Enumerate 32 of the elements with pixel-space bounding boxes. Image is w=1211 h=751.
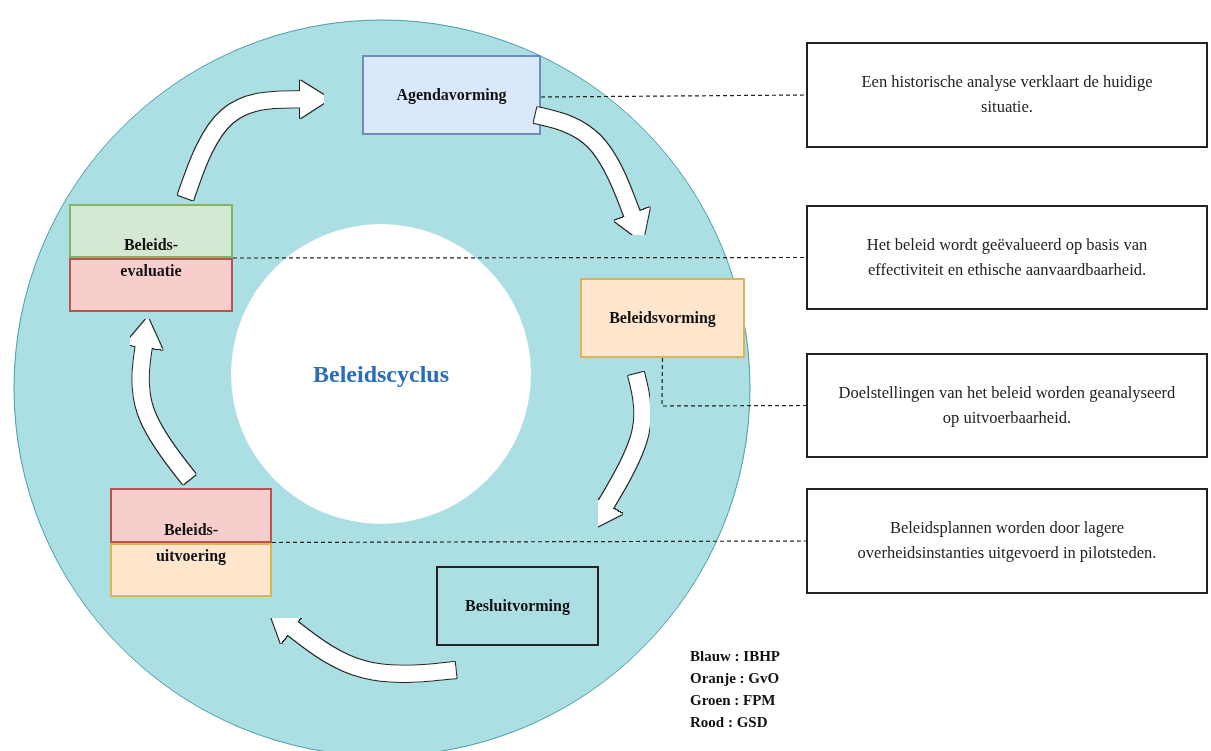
leader-line <box>540 94 807 98</box>
stage-box <box>580 278 745 358</box>
curved-block-arrow <box>533 107 650 242</box>
group-key-text: Rood : GSD <box>690 714 768 731</box>
curved-block-arrow <box>177 80 330 201</box>
leader-line <box>661 357 807 407</box>
description-box <box>806 488 1208 594</box>
stage-label: Besluitvorming <box>465 596 570 617</box>
stage-box <box>69 204 233 312</box>
stage-box <box>436 566 599 646</box>
description-text: Een historische analyse verklaart de huidige situatie. <box>860 71 1154 118</box>
description-text: Beleidsplannen worden door lagere overheidsinstanties uitgevoerd in pilotsteden. <box>856 517 1158 564</box>
curved-block-arrow <box>589 372 651 530</box>
leader-line <box>232 256 807 259</box>
description-box <box>806 205 1208 310</box>
group-key-text: Oranje : GvO <box>690 670 780 687</box>
description-text: Het beleid wordt geëvalueerd op basis van effectiviteit en ethische aanvaardbaarheid. <box>865 233 1149 281</box>
stage-box <box>362 55 541 135</box>
group-key-text: Blauw : IBHP <box>690 648 780 665</box>
stage-label: Beleids- evaluatie <box>119 235 183 281</box>
stage-label: Beleidsvorming <box>609 308 716 329</box>
cycle-title: Beleidscyclus <box>313 359 449 389</box>
curved-block-arrow <box>124 317 196 485</box>
leader-line <box>271 540 807 544</box>
curved-block-arrow <box>268 610 457 682</box>
description-box <box>806 353 1208 458</box>
stage-label: Beleids- uitvoering <box>154 519 228 567</box>
description-text: Doelstellingen van het beleid worden geanalyseerd op uitvoerbaarheid. <box>837 381 1177 429</box>
description-box <box>806 42 1208 148</box>
stage-label: Agendavorming <box>396 85 507 106</box>
stage-box <box>110 488 272 597</box>
group-key-text: Groen : FPM <box>690 692 776 709</box>
